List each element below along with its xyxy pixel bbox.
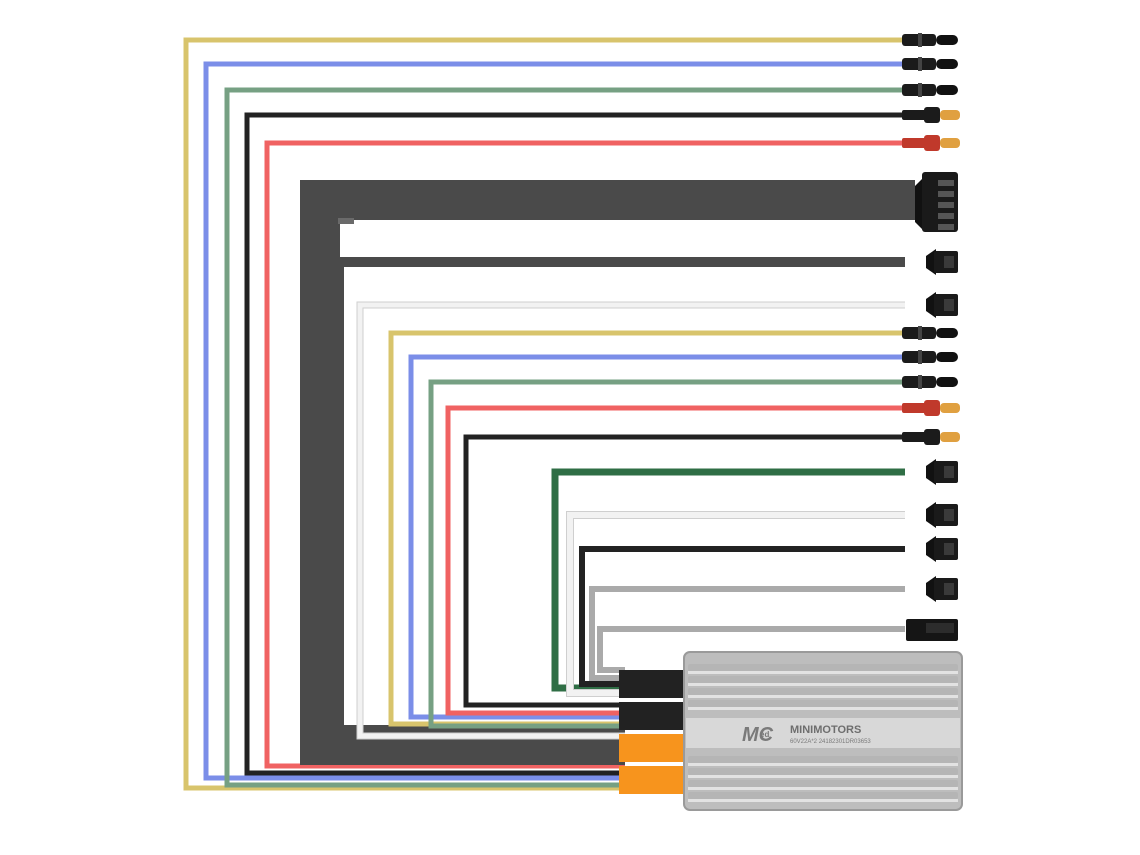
bullet-connector-icon [902, 57, 958, 71]
gold-bullet-connector-icon [902, 400, 960, 416]
sm-plug-connector-icon [926, 502, 958, 528]
sm-plug-connector-icon [926, 249, 958, 275]
sm-plug-connector-icon [926, 576, 958, 602]
wire-red-12 [445, 405, 905, 716]
wire-black-4 [244, 112, 905, 776]
cable-sleeve-black [619, 702, 687, 730]
wire-gray-7 [334, 257, 905, 745]
bullet-connector-icon [902, 33, 958, 47]
wire-blue-2 [203, 61, 905, 781]
wire-white-15 [566, 511, 905, 697]
wire-yellow-1 [183, 37, 905, 791]
wire-light_gray-18 [597, 626, 905, 673]
svg-text:MC: MC [742, 724, 774, 746]
controller-label-panel [686, 718, 960, 748]
bullet-connector-icon [902, 375, 958, 389]
bullet-connector-icon [902, 326, 958, 340]
wire-green-3 [224, 87, 905, 788]
controller-model: 60V22A*2 24182301DR03653 [790, 739, 871, 745]
gold-bullet-connector-icon [902, 107, 960, 123]
wire-black-13 [463, 434, 905, 708]
connectors-layer [902, 33, 960, 641]
mini-plug-connector-icon [906, 619, 958, 641]
wire-black-16 [579, 546, 905, 687]
bullet-connector-icon [902, 350, 958, 364]
controller-heatsink-ribs [688, 664, 958, 802]
gold-bullet-connector-icon [902, 135, 960, 151]
sleeves-layer [619, 670, 687, 794]
svg-text:ed: ed [760, 730, 769, 739]
gold-bullet-connector-icon [902, 429, 960, 445]
controller-box: MC ed MINIMOTORS 60V22A*2 24182301DR0365… [683, 651, 963, 811]
wire-light_gray-17 [589, 586, 905, 681]
sm-plug-connector-icon [926, 536, 958, 562]
cable-sleeve-orange [619, 766, 687, 794]
wire-green-11 [428, 379, 905, 729]
wire-dark_green-14 [551, 468, 905, 692]
minimotors-logo-icon: MC ed [742, 724, 774, 746]
sm-plug-connector-icon [926, 292, 958, 318]
wires-layer [183, 37, 915, 791]
wire-white-8 [356, 301, 905, 740]
sm-plug-connector-icon [926, 459, 958, 485]
cable-sleeve-black [619, 670, 687, 698]
cable-sleeve-orange [619, 734, 687, 762]
wire-blue-10 [408, 354, 905, 720]
bullet-connector-icon [902, 83, 958, 97]
controller-brand: MINIMOTORS [790, 724, 861, 736]
wire-red-5 [264, 140, 905, 769]
multi-pin-connector-icon [915, 172, 958, 232]
